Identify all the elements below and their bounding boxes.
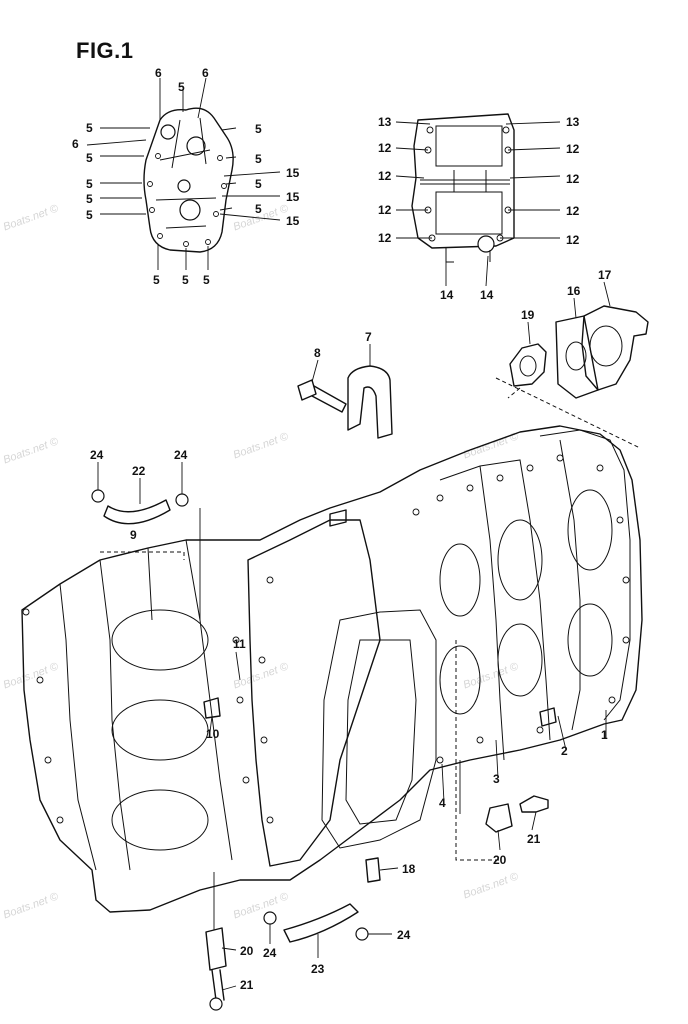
- callout-2: 2: [561, 744, 568, 758]
- callout-10: 10: [206, 727, 220, 741]
- callout-6: 6: [155, 66, 162, 80]
- callout-22: 22: [132, 464, 146, 478]
- callout-12: 12: [566, 172, 580, 186]
- callout-21: 21: [240, 978, 254, 992]
- bolt-and-bracket: [297, 365, 393, 439]
- callout-13: 13: [566, 115, 580, 129]
- callout-5: 5: [86, 121, 93, 135]
- leader-lines: [97, 462, 201, 620]
- bottom-parts: [205, 795, 549, 1011]
- callout-19: 19: [521, 308, 535, 322]
- leader-lines: [209, 651, 607, 814]
- head-gasket: [411, 113, 515, 263]
- callout-24: 24: [397, 928, 411, 942]
- callout-7: 7: [365, 330, 372, 344]
- callout-9: 9: [130, 528, 137, 542]
- callout-8: 8: [314, 346, 321, 360]
- callout-24: 24: [263, 946, 277, 960]
- callout-15: 15: [286, 166, 300, 180]
- callout-20: 20: [240, 944, 254, 958]
- leader-lines: [395, 121, 561, 287]
- callout-12: 12: [378, 231, 392, 245]
- callout-5: 5: [86, 208, 93, 222]
- figure-title: FIG.1: [76, 38, 134, 63]
- leader-lines: [86, 77, 281, 270]
- leader-lines: [213, 640, 537, 991]
- callout-5: 5: [255, 122, 262, 136]
- callout-24: 24: [90, 448, 104, 462]
- callout-24: 24: [174, 448, 188, 462]
- callout-5: 5: [255, 202, 262, 216]
- callout-6: 6: [202, 66, 209, 80]
- callout-5: 5: [178, 80, 185, 94]
- callout-12: 12: [378, 169, 392, 183]
- callout-5: 5: [86, 151, 93, 165]
- callout-5: 5: [86, 192, 93, 206]
- callout-18: 18: [402, 862, 416, 876]
- callout-21: 21: [527, 832, 541, 846]
- callout-6: 6: [72, 137, 79, 151]
- callout-20: 20: [493, 853, 507, 867]
- callout-12: 12: [566, 233, 580, 247]
- callout-1: 1: [601, 728, 608, 742]
- callout-5: 5: [255, 152, 262, 166]
- callout-12: 12: [378, 203, 392, 217]
- callout-5: 5: [86, 177, 93, 191]
- callout-13: 13: [378, 115, 392, 129]
- callout-5: 5: [153, 273, 160, 287]
- callout-14: 14: [440, 288, 454, 302]
- callout-14: 14: [480, 288, 494, 302]
- leader-lines: [311, 344, 371, 383]
- callout-15: 15: [286, 190, 300, 204]
- head-cover-plate: [143, 107, 234, 253]
- callout-12: 12: [566, 204, 580, 218]
- callout-5: 5: [255, 177, 262, 191]
- callout-23: 23: [311, 962, 325, 976]
- callout-4: 4: [439, 796, 446, 810]
- cylinder-block: [21, 425, 643, 913]
- callout-12: 12: [566, 142, 580, 156]
- thermostat-cover: [509, 305, 649, 399]
- callout-3: 3: [493, 772, 500, 786]
- callout-12: 12: [378, 141, 392, 155]
- callout-15: 15: [286, 214, 300, 228]
- callout-5: 5: [203, 273, 210, 287]
- callout-11: 11: [233, 637, 246, 651]
- callout-17: 17: [598, 268, 612, 282]
- callout-16: 16: [567, 284, 581, 298]
- callout-5: 5: [182, 273, 189, 287]
- hose-upper: [91, 489, 189, 525]
- leader-lines: [495, 281, 641, 449]
